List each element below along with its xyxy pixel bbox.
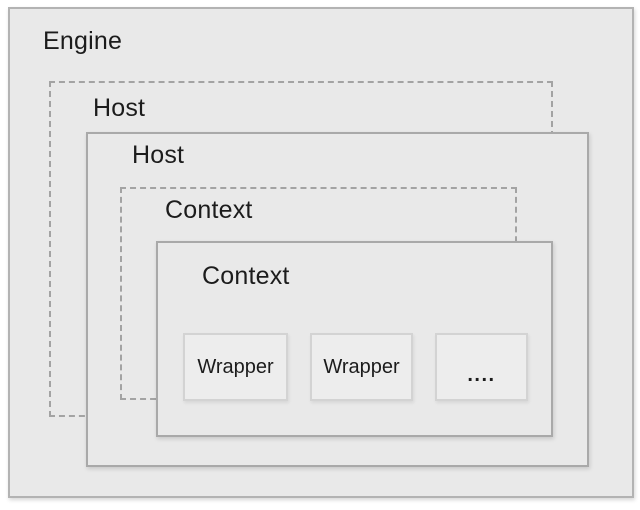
- engine-box: Engine Host Host Context Context Wrapper…: [8, 7, 634, 498]
- host-outer-label: Host: [93, 94, 146, 122]
- context-inner-box: Context Wrapper Wrapper ....: [156, 241, 553, 437]
- wrapper-box-1-label: Wrapper: [197, 355, 274, 378]
- wrapper-ellipsis-box: ....: [435, 333, 528, 401]
- context-outer-label: Context: [165, 196, 253, 224]
- host-inner-label: Host: [132, 141, 185, 169]
- wrapper-box-1: Wrapper: [183, 333, 288, 401]
- wrapper-box-2-label: Wrapper: [323, 355, 400, 378]
- wrapper-box-2: Wrapper: [310, 333, 413, 401]
- context-inner-label: Context: [202, 262, 290, 290]
- engine-label: Engine: [43, 27, 123, 55]
- wrapper-ellipsis-label: ....: [467, 363, 496, 386]
